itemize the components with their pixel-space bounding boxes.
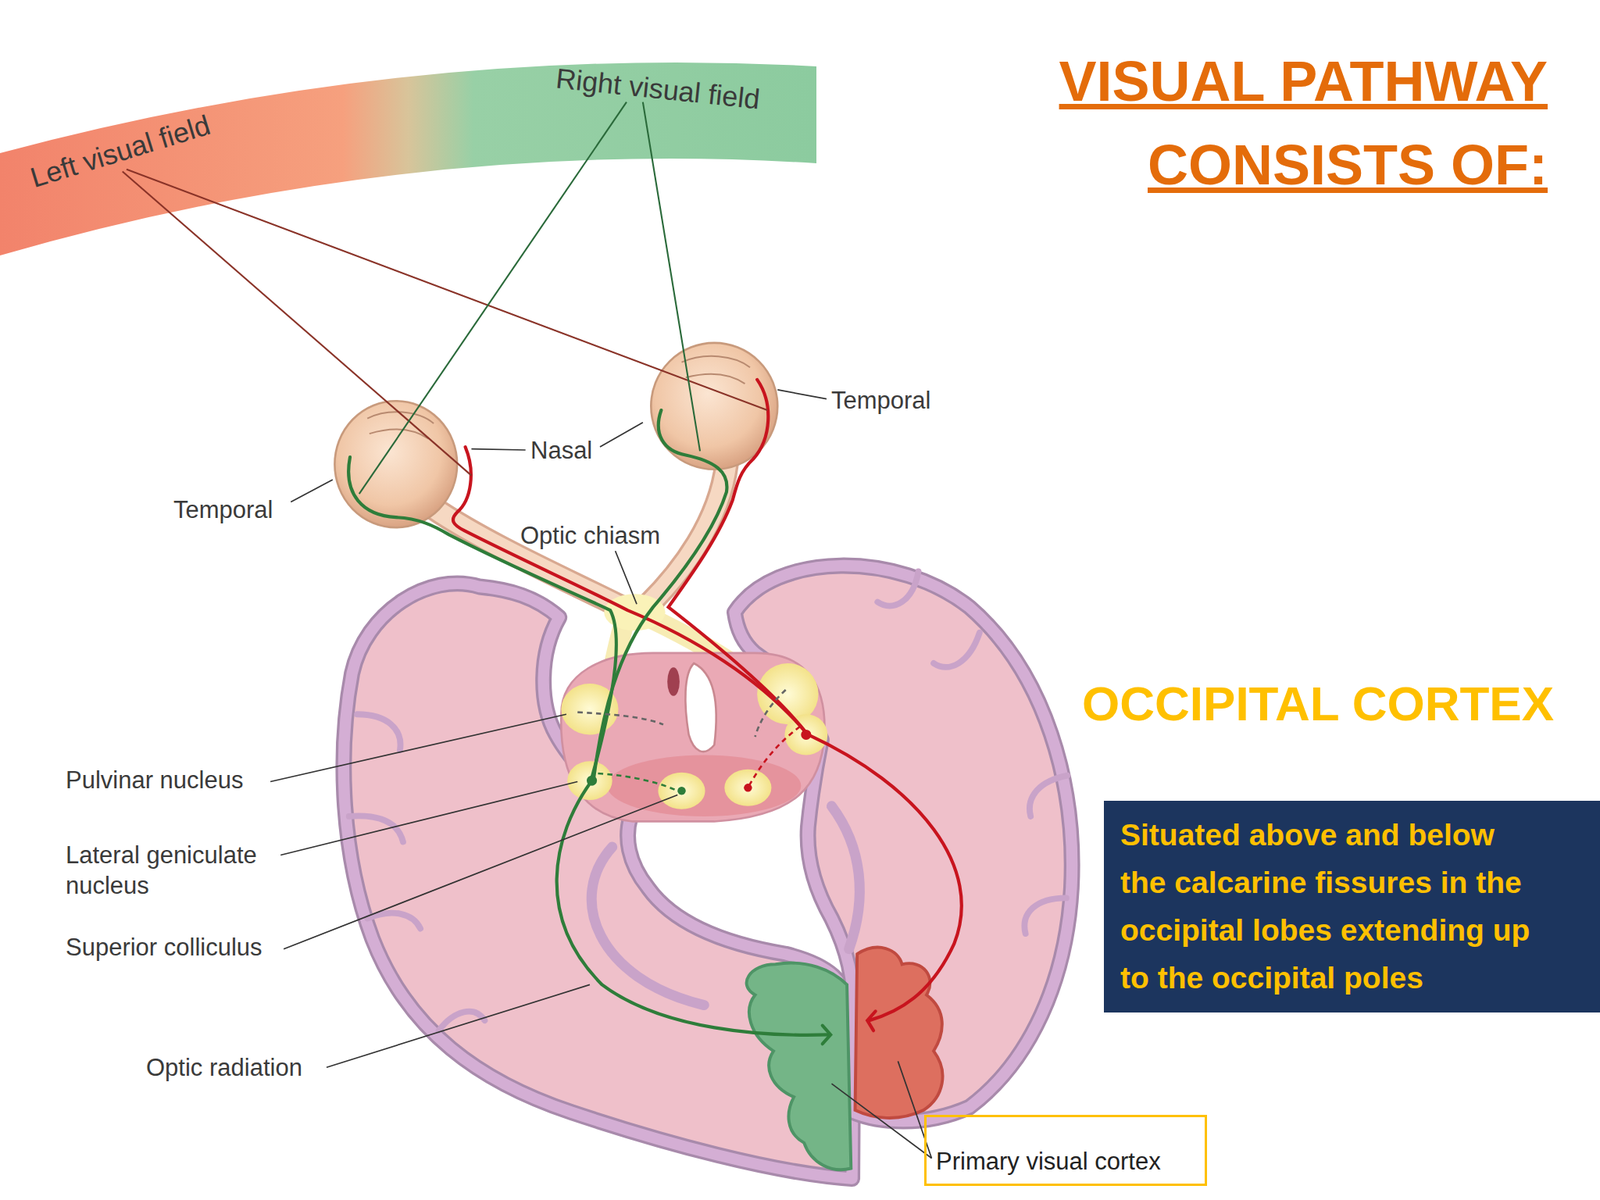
synapse-dot: [800, 729, 811, 740]
field-ray: [126, 169, 768, 411]
leader-line: [897, 1060, 932, 1158]
sulcus: [439, 1011, 486, 1031]
third-ventricle: [685, 663, 716, 752]
structure-label: Lateral geniculate nucleus: [65, 839, 293, 901]
structure-label: Pulvinar nucleus: [65, 765, 243, 795]
dashed-branch: [577, 712, 664, 725]
leader-lines: [270, 389, 932, 1159]
section-heading: OCCIPITAL CORTEX: [1082, 675, 1554, 733]
field-ray: [122, 171, 472, 475]
leader-line: [270, 714, 567, 782]
green-pathway: [348, 457, 617, 778]
dashed-branch: [755, 689, 786, 737]
right-visual-cortex: [855, 947, 943, 1118]
leader-line: [283, 794, 678, 949]
green-radiation: [557, 780, 829, 1036]
synapse-dot: [677, 786, 686, 795]
note-text: Situated above and below the calcarine f…: [1120, 810, 1536, 1002]
ventricle-curve: [831, 806, 860, 950]
lgn-left: [567, 760, 612, 800]
structure-label: Optic radiation: [146, 1053, 303, 1083]
synapse-dot: [743, 783, 752, 792]
sulcus: [357, 714, 400, 750]
leader-line: [471, 449, 525, 450]
synapse-fork: [867, 1010, 875, 1031]
visual-field-band: Left visual fieldRight visual field: [0, 54, 821, 274]
colliculus-right: [724, 769, 772, 807]
left-eye: [334, 400, 458, 528]
right-eye-lens: [681, 356, 750, 384]
structure-label: Optic chiasm: [520, 521, 661, 550]
midbrain-shade: [607, 755, 801, 817]
sulcus: [1024, 897, 1066, 934]
aqueduct: [667, 667, 680, 697]
eye-region-label: Nasal: [530, 435, 593, 465]
synapse-fork: [822, 1025, 831, 1045]
colliculus-left: [657, 772, 705, 810]
leader-line: [615, 550, 637, 604]
left-visual-cortex: [746, 963, 852, 1171]
sulcus: [933, 632, 980, 668]
red-pathway: [453, 446, 807, 733]
left-eye-lens: [367, 411, 434, 439]
leader-line: [831, 1083, 932, 1158]
red-pathway: [668, 379, 807, 733]
synapse-dot: [586, 775, 597, 786]
pathways: [348, 379, 962, 1044]
eye-region-label: Temporal: [831, 385, 932, 415]
eye-region-label: Temporal: [173, 495, 274, 525]
dashed-connections: [577, 689, 800, 793]
leader-line: [280, 781, 578, 855]
leader-line: [290, 479, 333, 503]
slide-title: VISUAL PATHWAY CONSISTS OF:: [1000, 39, 1548, 208]
red-radiation: [807, 734, 961, 1021]
ventricle-curve: [591, 846, 704, 1005]
leader-line: [326, 984, 590, 1068]
leader-line: [600, 422, 643, 447]
sulcus: [877, 571, 918, 606]
left-hemisphere-cortex: [343, 583, 854, 1179]
structure-label: Superior colliculus: [65, 932, 263, 962]
sulcus: [1029, 775, 1068, 817]
band-fill: [0, 62, 817, 256]
note-box: Situated above and below the calcarine f…: [1103, 800, 1600, 1013]
box-label: Primary visual cortex: [935, 1146, 1161, 1176]
left-hemisphere-outline: [343, 583, 854, 1179]
leader-line: [777, 389, 827, 400]
sulcus: [349, 815, 404, 842]
highlight-box: Primary visual cortex: [924, 1114, 1208, 1186]
dashed-branch: [597, 773, 679, 793]
sulcus: [367, 913, 421, 929]
